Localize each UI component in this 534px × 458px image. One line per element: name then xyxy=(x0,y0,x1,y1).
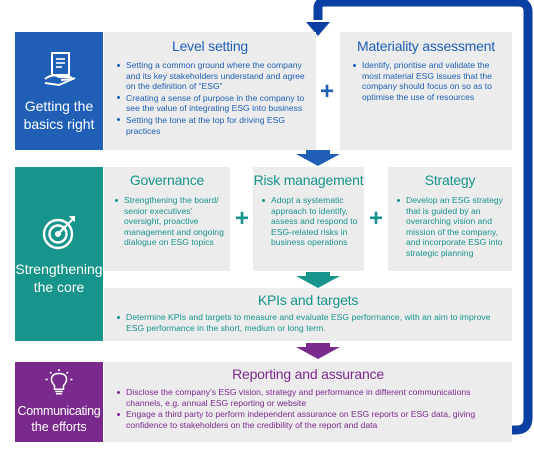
list-item: Adopt a systematic approach to identify,… xyxy=(261,195,358,248)
governance-title: Governance xyxy=(129,172,205,188)
reporting-bullets: Disclose the company's ESG vision, strat… xyxy=(104,383,512,430)
stage-label-line1: Strengthening xyxy=(15,261,103,277)
governance-bullets: Strengthening the board/ senior executiv… xyxy=(104,189,230,248)
list-item: Setting the tone at the top for driving … xyxy=(116,115,308,136)
plus-icon: + xyxy=(368,205,383,232)
risk-management-panel: Risk management Adopt a systematic appro… xyxy=(253,167,364,271)
stage-strengthening-core: Strengthening the core xyxy=(15,167,103,341)
list-item: Identify, prioritise and validate the mo… xyxy=(352,60,504,102)
level-setting-bullets: Setting a common ground where the compan… xyxy=(104,55,316,136)
strategy-title: Strategy xyxy=(424,172,476,188)
list-item: Creating a sense of purpose in the compa… xyxy=(116,93,308,114)
reporting-title: Reporting and assurance xyxy=(232,366,384,382)
stage-label-line2: the efforts xyxy=(31,420,87,434)
level-setting-panel: Level setting Setting a common ground wh… xyxy=(104,32,316,150)
lightbulb-icon xyxy=(45,369,73,395)
plus-icon: + xyxy=(319,78,334,105)
kpis-targets-panel: KPIs and targets Determine KPIs and targ… xyxy=(104,288,512,341)
down-arrow-icon xyxy=(296,272,340,288)
down-arrow-icon xyxy=(296,343,340,359)
risk-management-title: Risk management xyxy=(253,172,364,188)
list-item: Setting a common ground where the compan… xyxy=(116,60,308,92)
plus-icon: + xyxy=(234,205,249,232)
stage-label-line2: the core xyxy=(33,279,85,295)
materiality-title: Materiality assessment xyxy=(357,38,495,54)
list-item: Determine KPIs and targets to measure an… xyxy=(116,312,504,333)
strategy-panel: Strategy Develop an ESG strategy that is… xyxy=(388,167,512,271)
risk-management-bullets: Adopt a systematic approach to identify,… xyxy=(253,189,364,248)
strategy-bullets: Develop an ESG strategy that is guided b… xyxy=(388,189,512,259)
list-item: Disclose the company's ESG vision, strat… xyxy=(116,387,504,408)
stage-label-line2: basics right xyxy=(23,116,95,132)
materiality-bullets: Identify, prioritise and validate the mo… xyxy=(340,55,512,102)
reporting-assurance-panel: Reporting and assurance Disclose the com… xyxy=(104,362,512,442)
list-item: Strengthening the board/ senior executiv… xyxy=(114,195,224,248)
materiality-assessment-panel: Materiality assessment Identify, priorit… xyxy=(340,32,512,150)
stage-label-line1: Getting the xyxy=(24,98,94,114)
level-setting-title: Level setting xyxy=(171,38,248,54)
document-pen-icon xyxy=(44,52,76,87)
stage-getting-basics-right: Getting the basics right xyxy=(15,32,103,150)
kpis-title: KPIs and targets xyxy=(257,292,359,308)
stage-label-line1: Communicating xyxy=(17,404,101,418)
kpis-bullets: Determine KPIs and targets to measure an… xyxy=(104,309,512,333)
stage-communicating-efforts: Communicating the efforts xyxy=(15,362,103,442)
target-icon xyxy=(42,216,75,250)
governance-panel: Governance Strengthening the board/ seni… xyxy=(104,167,230,271)
list-item: Develop an ESG strategy that is guided b… xyxy=(396,195,506,259)
list-item: Engage a third party to perform independ… xyxy=(116,409,504,430)
down-arrow-icon xyxy=(296,150,340,166)
